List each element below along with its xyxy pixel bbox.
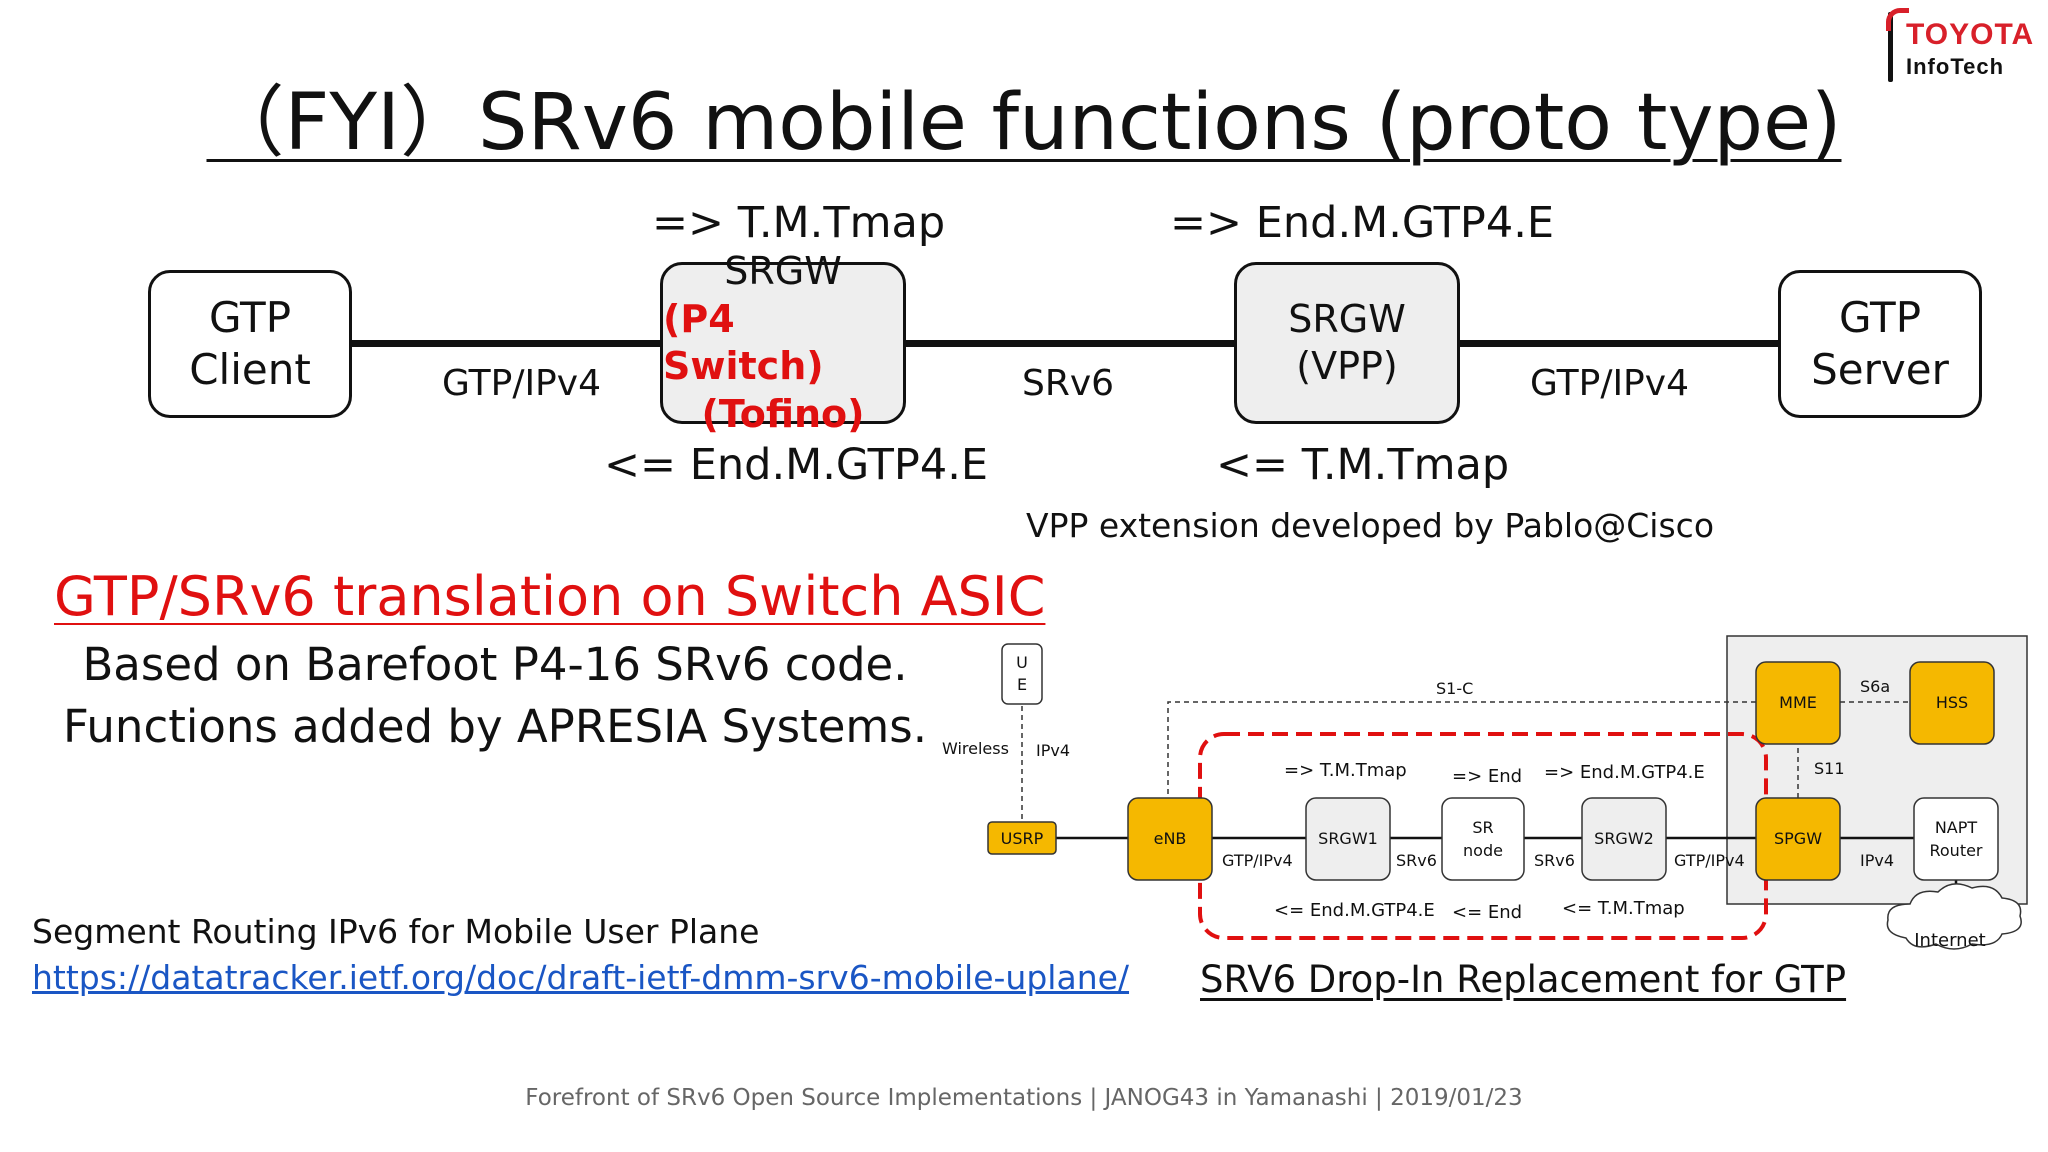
mme-node	[1755, 661, 1841, 745]
srv6-b-label: SRv6	[1534, 851, 1575, 870]
s6a-label: S6a	[1860, 677, 1890, 696]
link-client-p4	[350, 340, 662, 347]
napt-node	[1913, 797, 1999, 881]
network-caption: SRV6 Drop-In Replacement for GTP	[1200, 958, 1847, 1001]
gtp-client-node: GTP Client	[148, 270, 352, 418]
network-diagram: U E U E USRP eNB SRGW1 SR node SRGW2 SPG…	[942, 635, 2028, 951]
napt-label-1: NAPT	[1935, 818, 1978, 837]
srgw-p4-line1: SRGW	[724, 249, 842, 293]
asic-line1: Based on Barefoot P4-16 SRv6 code.	[82, 638, 908, 691]
srgw-vpp-node: SRGW (VPP)	[1234, 262, 1460, 424]
sr-node	[1441, 797, 1525, 881]
fn-vpp-top: => End.M.GTP4.E	[1170, 198, 1555, 248]
gtp-ipv4-a-label: GTP/IPv4	[1222, 851, 1293, 870]
srgw-vpp-line1: SRGW	[1288, 296, 1406, 341]
srgw1-label: SRGW1	[1318, 829, 1378, 848]
logo-line1: TOYOTA	[1906, 18, 2035, 51]
vpp-note: VPP extension developed by Pablo@Cisco	[1026, 506, 1715, 545]
srgw-p4-line2: (P4 Switch)	[663, 296, 824, 389]
reference-title: Segment Routing IPv6 for Mobile User Pla…	[32, 912, 760, 951]
link-p4-vpp	[904, 340, 1236, 347]
asic-heading: GTP/SRv6 translation on Switch ASIC	[54, 565, 1046, 628]
wireless-label: Wireless	[942, 739, 1009, 758]
usrp-node	[987, 821, 1057, 855]
ipv4-b-label: IPv4	[1860, 851, 1894, 870]
logo-line2: InfoTech	[1906, 54, 2005, 79]
enb-label: eNB	[1154, 829, 1187, 848]
mme-label: MME	[1779, 693, 1817, 712]
ue-label-1: U	[1016, 653, 1028, 672]
link-vpp-server	[1458, 340, 1780, 347]
s1c-line	[1167, 701, 1758, 803]
rfn-tmap-label: <= T.M.Tmap	[1562, 898, 1685, 919]
logo-bar	[1888, 12, 1893, 82]
hss-label: HSS	[1936, 693, 1968, 712]
srgw1-node	[1305, 797, 1391, 881]
fn-vpp-bottom: <= T.M.Tmap	[1216, 440, 1510, 490]
internet-cloud	[1886, 883, 2022, 950]
gtp-server-node: GTP Server	[1778, 270, 1982, 418]
s1c-label: S1-C	[1436, 679, 1473, 698]
gtp-client-line1: GTP	[208, 292, 292, 342]
ue-node	[1001, 643, 1043, 705]
ue-label-2: E	[1017, 675, 1027, 694]
page-title: （FYI）SRv6 mobile functions (proto type)	[206, 78, 1842, 168]
s11-label: S11	[1814, 759, 1845, 778]
hss-node	[1909, 661, 1995, 745]
rfn-end-label: <= End	[1452, 902, 1522, 923]
srgw-p4-node: SRGW (P4 Switch) (Tofino)	[660, 249, 906, 436]
enb-node	[1127, 797, 1213, 881]
gtp-server-line1: GTP	[1838, 292, 1922, 342]
fn-p4-bottom: <= End.M.GTP4.E	[604, 440, 989, 490]
asic-line2: Functions added by APRESIA Systems.	[62, 700, 927, 753]
gtp-server-line2: Server	[1811, 345, 1949, 394]
ipv4-ue-label: IPv4	[1036, 741, 1070, 760]
link-label-left: GTP/IPv4	[442, 363, 601, 404]
srgw2-node	[1581, 797, 1667, 881]
fn-gtp4e-label: => End.M.GTP4.E	[1544, 762, 1705, 783]
srgw-p4-line3: (Tofino)	[701, 391, 865, 436]
srnode-label-1: SR	[1472, 818, 1493, 837]
srnode-label-2: node	[1463, 841, 1503, 860]
link-label-mid: SRv6	[1022, 363, 1115, 404]
rfn-gtp4e-label: <= End.M.GTP4.E	[1274, 900, 1435, 921]
link-label-right: GTP/IPv4	[1530, 363, 1689, 404]
srgw-vpp-line2: (VPP)	[1296, 344, 1398, 388]
napt-label-2: Router	[1929, 841, 1982, 860]
gtp-ipv4-b-label: GTP/IPv4	[1674, 851, 1745, 870]
spgw-node	[1755, 797, 1841, 881]
fn-end-label: => End	[1452, 766, 1522, 787]
srgw2-label: SRGW2	[1594, 829, 1654, 848]
gtp-client-line2: Client	[189, 345, 311, 394]
reference-link[interactable]: https://datatracker.ietf.org/doc/draft-i…	[32, 958, 1130, 997]
spgw-label: SPGW	[1774, 829, 1822, 848]
srv6-a-label: SRv6	[1396, 851, 1437, 870]
fn-p4-top: => T.M.Tmap	[652, 198, 946, 248]
toyota-infotech-logo: TOYOTA InfoTech	[1886, 8, 2038, 84]
fn-tmap-label: => T.M.Tmap	[1284, 760, 1407, 781]
logo-arc	[1886, 8, 1909, 31]
footer: Forefront of SRv6 Open Source Implementa…	[525, 1085, 1523, 1111]
usrp-label: USRP	[1001, 829, 1044, 848]
internet-label: Internet	[1914, 930, 1985, 951]
